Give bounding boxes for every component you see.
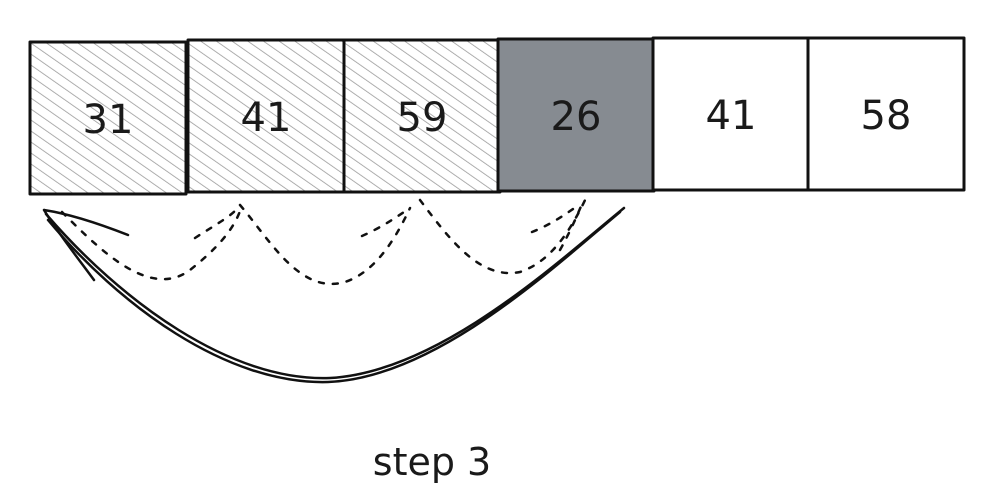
cell-value: 41 [706,93,757,139]
shift-path-3 [418,196,588,275]
shift-path-2b [360,210,406,238]
cell-value: 31 [83,97,134,143]
array-cell-sorted: 59 [342,38,502,194]
cell-value: 59 [397,95,448,141]
shift-path-2 [238,203,412,286]
cell-value: 58 [861,93,912,139]
shift-path-1 [60,203,244,281]
step-caption: step 3 [373,440,491,484]
cell-value: 26 [551,94,602,140]
cell-box [651,36,811,192]
cell-box [186,38,346,194]
array-cell-sorted: 31 [28,40,188,196]
arrowhead-icon [42,208,130,282]
shift-path-1b [193,208,238,240]
shift-path-3b [530,202,582,234]
cell-value: 41 [241,95,292,141]
cell-box [342,38,502,194]
cell-box [806,36,966,192]
insert-arrow-arc-sketch [46,210,622,384]
array-cell-sorted: 41 [186,38,346,194]
cell-box [28,40,188,196]
array-cells: 31 41 59 26 41 58 [28,36,966,196]
array-cell-unsorted: 41 [651,36,811,192]
array-cell-unsorted: 58 [806,36,966,192]
insert-arrow-arc [44,206,626,380]
shift-path-3c [558,202,584,252]
array-cell-current: 26 [496,37,656,193]
